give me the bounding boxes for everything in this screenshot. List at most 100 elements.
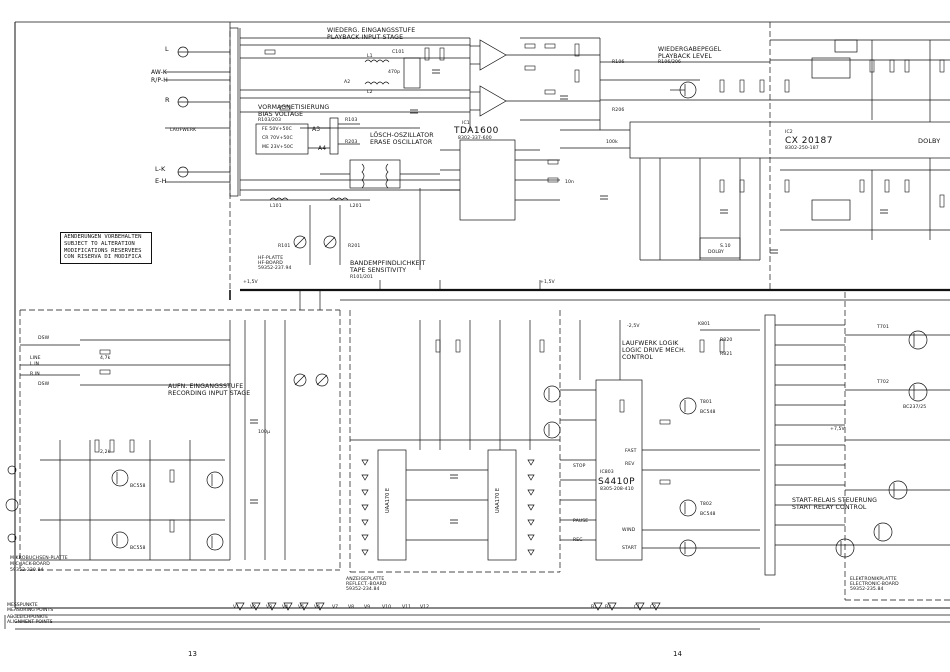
measure-point-v12: V12 xyxy=(420,605,429,610)
alteration-notice: AENDERUNGEN VORBEHALTEN SUBJECT TO ALTER… xyxy=(60,232,152,264)
erase-title-en: ERASE OSCILLATOR xyxy=(370,139,433,146)
logic-pin-rec: REC xyxy=(573,538,583,543)
input-label-l: L xyxy=(165,45,169,53)
measure-point-v11: V11 xyxy=(402,605,411,610)
measure-point-v2: V2 xyxy=(250,605,257,610)
input-label-eh: E-H xyxy=(155,177,167,185)
logic-pin-pause: PAUSE xyxy=(573,519,589,524)
ic2-ref: IC2 xyxy=(785,130,793,135)
measure-title-en: MEASURING POINTS xyxy=(7,608,54,613)
part-c101: C101 xyxy=(392,50,405,55)
part-t801: T801 xyxy=(700,400,712,405)
bias-row-me: ME 23V+50C xyxy=(262,145,294,150)
part-k801: K801 xyxy=(698,322,711,327)
align-point-b2: B2 xyxy=(605,605,612,610)
display-board-label-en: REFLECT.-BOARD xyxy=(346,582,387,587)
part-bc558-2: BC558 xyxy=(130,546,146,551)
part-a3: A3 xyxy=(312,126,321,133)
tape-sensitivity-title-de: BANDEMPFINDLICHKEIT xyxy=(350,260,426,267)
input-label-laufwerk: LAUFWERK xyxy=(170,128,197,133)
part-bc558-1: BC558 xyxy=(130,484,146,489)
align-title-en: ALIGNMENT POINTS xyxy=(7,620,53,625)
notice-line-en: SUBJECT TO ALTERATION xyxy=(64,240,135,247)
mic-board-label: MIKROBUCHSEN-PLATTE xyxy=(10,556,68,561)
ic2-name: CX 20187 xyxy=(785,136,833,146)
playback-stage-title-en: PLAYBACK INPUT STAGE xyxy=(327,34,404,41)
record-stage-title-en: RECORDING INPUT STAGE xyxy=(168,390,251,397)
bias-ref: R103/203 xyxy=(258,118,282,123)
part-r206: R206 xyxy=(612,108,625,113)
connector-dsw-2: DSW xyxy=(38,382,50,387)
tape-sensitivity-ref: R101/201 xyxy=(350,275,374,280)
bias-title-de: VORMAGNETISIERUNG xyxy=(258,104,330,111)
value-100u: 100µ xyxy=(258,430,271,435)
part-r820: R820 xyxy=(720,338,733,343)
hf-board-label: HF-BOARD xyxy=(258,261,283,266)
part-l1: L1 xyxy=(367,54,373,59)
part-r101: R101 xyxy=(278,244,291,249)
measure-point-v3: V3 xyxy=(266,605,273,610)
part-bc548-2: BC548 xyxy=(700,512,716,517)
supply-v2: -2,5V xyxy=(627,324,640,329)
bias-title-en: BIAS VOLTAGE xyxy=(258,111,304,118)
mic-board-code: 59352-220.84 xyxy=(10,568,44,573)
measure-point-v4: V4 xyxy=(282,605,289,610)
part-bc548-1: BC548 xyxy=(700,410,716,415)
measure-point-v9: V9 xyxy=(364,605,371,610)
part-a2: A2 xyxy=(344,80,351,85)
measure-point-v10: V10 xyxy=(382,605,391,610)
part-r201: R201 xyxy=(348,244,361,249)
value-10n: 10n xyxy=(565,180,575,185)
notice-line-fr: MODIFICATIONS RESERVEES xyxy=(64,247,142,254)
ic5-name: UAA170 E xyxy=(495,488,501,513)
part-a4: A4 xyxy=(318,145,327,152)
input-label-rin: R IN xyxy=(30,372,40,377)
value-2k2: 2,2k xyxy=(100,450,111,455)
electronic-board-code: 59352-235.84 xyxy=(850,587,884,592)
logic-title-en: LOGIC DRIVE MECH. xyxy=(622,347,686,354)
electronic-board-label-en: ELECTRONIC-BOARD xyxy=(850,582,899,587)
measure-point-v1: V1 xyxy=(233,605,240,610)
input-label-rph: R/P-H xyxy=(151,77,168,84)
playback-level-title-en: PLAYBACK LEVEL xyxy=(658,53,712,60)
part-t701: T701 xyxy=(877,325,889,330)
part-r106: R106 xyxy=(612,60,625,65)
record-stage-title-de: AUFN. EINGANGSSTUFE xyxy=(168,383,244,390)
ic3-ref: IC803 xyxy=(600,470,614,475)
ic2-code: 8302-250-187 xyxy=(785,146,819,151)
hf-board-code: 59352-237.94 xyxy=(258,266,292,271)
measure-point-v6: V6 xyxy=(314,605,321,610)
supply-v1: +1,5V xyxy=(243,280,258,285)
ic1-code: 8302-337-600 xyxy=(458,136,492,141)
align-title-de: ABGLEICHPUNKTE xyxy=(7,615,49,620)
relay-title-de: START-RELAIS STEUERUNG xyxy=(792,497,878,504)
part-l101: L101 xyxy=(270,204,282,209)
dolby-switch-label: DOLBY xyxy=(708,250,724,255)
align-point-c1: C1 xyxy=(634,605,641,610)
logic-pin-fast: FAST xyxy=(625,449,637,454)
notice-line-de: AENDERUNGEN VORBEHALTEN xyxy=(64,234,142,240)
part-t802: T802 xyxy=(700,502,712,507)
part-l2: L2 xyxy=(367,90,373,95)
supply-v4: +1,5V xyxy=(540,280,555,285)
measure-point-v5: V5 xyxy=(298,605,305,610)
input-label-lk: L-K xyxy=(155,165,166,173)
part-r103: R103 xyxy=(345,118,358,123)
input-label-line: LINE xyxy=(30,356,41,361)
input-label-awk: AW-K xyxy=(151,69,167,76)
playback-stage-title-de: WIEDERG. EINGANGSSTUFE xyxy=(327,27,416,34)
notice-line-it: CON RISERVA DI MODIFICA xyxy=(64,254,142,261)
page-number-right: 14 xyxy=(673,650,682,658)
mic-board-label-en: MIC-JACK-BOARD xyxy=(10,562,50,567)
logic-pin-wind: WIND xyxy=(622,528,636,533)
page-number-left: 13 xyxy=(188,650,197,658)
value-4k7: 4,7k xyxy=(100,356,111,361)
logic-pin-stop: STOP xyxy=(573,464,586,469)
measure-title-de: MESSPUNKTE xyxy=(7,603,38,608)
display-board-label: ANZEIGEPLATTE xyxy=(346,577,385,582)
logic-pin-rev: REV xyxy=(625,462,635,467)
logic-pin-start: START xyxy=(622,546,637,551)
display-board-code: 59352-234.84 xyxy=(346,587,380,592)
